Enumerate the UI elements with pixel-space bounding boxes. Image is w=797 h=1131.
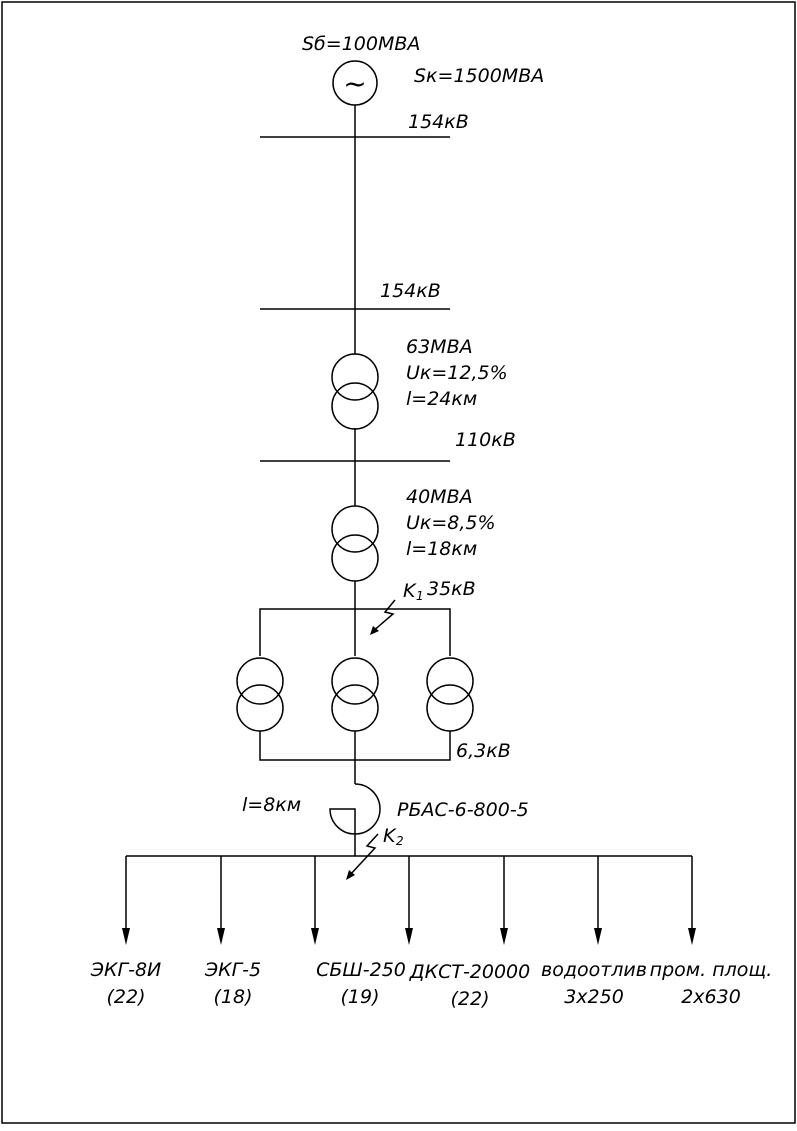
load-4-name: ДКСТ-20000 xyxy=(409,961,531,983)
transformer1-uk: Uк=12,5% xyxy=(406,362,508,384)
transformer3c-secondary-winding xyxy=(426,684,474,732)
load-2-value: (18) xyxy=(213,986,252,1008)
fault-k1-arrow xyxy=(371,599,396,633)
transformer2-length: l=18км xyxy=(406,538,477,560)
fault-k1-arrowhead xyxy=(370,626,379,635)
transformer3c-primary-winding xyxy=(426,657,474,705)
transformer3a-secondary-winding xyxy=(236,684,284,732)
bus-154kv-2-label: 154кВ xyxy=(380,280,441,302)
load-1-name: ЭКГ-8И xyxy=(90,959,162,981)
transformer2-rating: 40МВА xyxy=(406,486,473,508)
bus-35kv-label: 35кВ xyxy=(427,578,476,600)
transformer2-secondary-winding xyxy=(331,534,379,582)
bus-154kv-1-label: 154кВ xyxy=(408,111,469,133)
load-5-name: водоотлив xyxy=(541,959,647,981)
load-feeder-5 xyxy=(500,856,508,945)
fault-k2-subscript: 2 xyxy=(396,834,404,848)
load-3-value: (19) xyxy=(340,986,379,1008)
load-feeder-4 xyxy=(405,856,413,945)
fault-k2-arrow xyxy=(348,833,379,877)
reactor-symbol xyxy=(329,783,381,835)
transformer1-length: l=24км xyxy=(406,388,477,410)
generator-tilde: ~ xyxy=(343,67,366,100)
transformer1-primary-winding xyxy=(331,353,379,401)
load-feeder-6 xyxy=(594,856,602,945)
load-1-value: (22) xyxy=(106,986,145,1008)
transformer1-rating: 63МВА xyxy=(406,336,473,358)
load-feeder-2 xyxy=(217,856,225,945)
bus-35kv xyxy=(259,608,451,656)
load-4-value: (22) xyxy=(450,988,489,1010)
load-feeder-7 xyxy=(688,856,696,945)
load-5-value: 3х250 xyxy=(564,986,624,1008)
load-6-value: 2х630 xyxy=(681,986,741,1008)
bus-110kv-label: 110кВ xyxy=(455,429,516,451)
reactor-length-label: l=8км xyxy=(242,794,301,816)
fault-k1-subscript: 1 xyxy=(416,589,424,603)
fault-k2-label: K xyxy=(383,825,397,847)
source-sk-label: Sк=1500МВА xyxy=(414,65,544,87)
load-3-name: СБШ-250 xyxy=(316,959,406,981)
load-feeder-1 xyxy=(122,856,130,945)
load-2-name: ЭКГ-5 xyxy=(204,959,261,981)
bus-6-3kv-label: 6,3кВ xyxy=(456,740,511,762)
source-sb-label: Sб=100МВА xyxy=(302,33,420,55)
reactor-type-label: РБАС-6-800-5 xyxy=(397,799,529,821)
fault-k1-label: K xyxy=(403,580,417,602)
transformer2-uk: Uк=8,5% xyxy=(406,512,496,534)
fault-k2-arrowhead xyxy=(346,870,355,880)
transformer3a-primary-winding xyxy=(236,657,284,705)
load-6-name: пром. площ. xyxy=(650,959,773,981)
load-feeder-3 xyxy=(311,856,319,945)
transformer2-primary-winding xyxy=(331,505,379,553)
transformer3b-primary-winding xyxy=(331,657,379,705)
transformer3b-secondary-winding xyxy=(331,684,379,732)
transformer1-secondary-winding xyxy=(331,382,379,430)
